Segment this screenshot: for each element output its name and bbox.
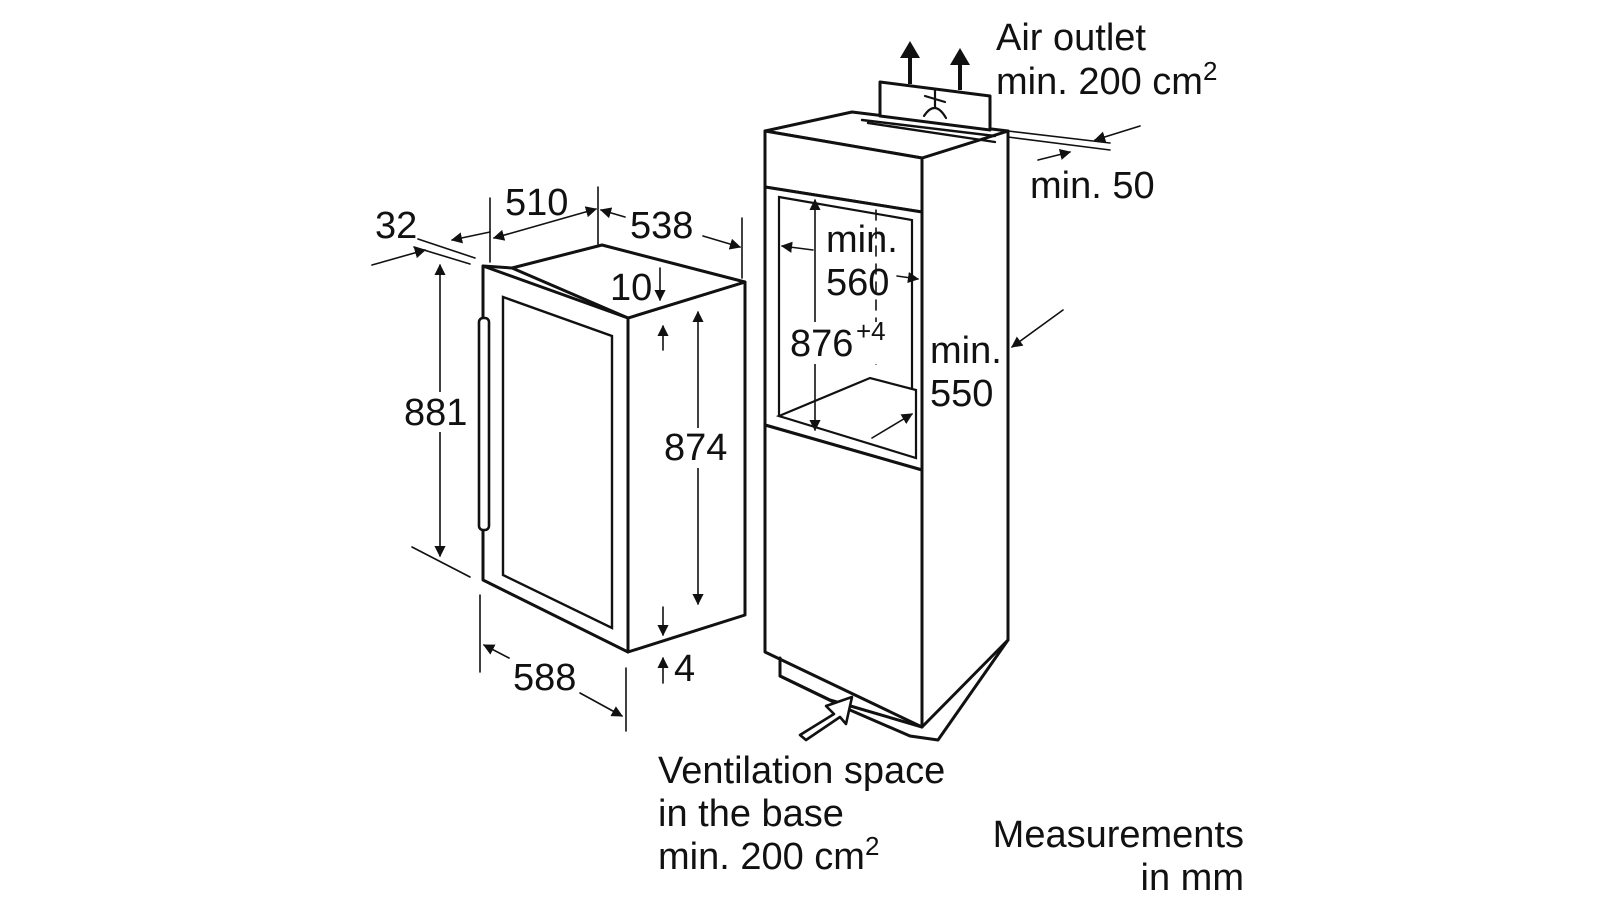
air-outlet-label: Air outlet min. 200 cm2 bbox=[996, 17, 1217, 103]
air-outlet-arrow-icon bbox=[900, 41, 970, 90]
dim-min-560-line2: 560 bbox=[826, 262, 889, 304]
measurements-line2: in mm bbox=[1141, 857, 1244, 899]
dim-538: 538 bbox=[630, 205, 693, 247]
dim-min-50: min. 50 bbox=[1030, 165, 1155, 207]
dim-32: 32 bbox=[375, 205, 417, 247]
appliance-door bbox=[481, 264, 630, 654]
ventilation-line2: in the base bbox=[658, 793, 844, 835]
niche-floor bbox=[775, 376, 918, 460]
ventilation-line1: Ventilation space bbox=[658, 750, 945, 792]
appliance-top bbox=[510, 243, 747, 320]
door-handle bbox=[477, 316, 491, 532]
dim-881: 881 bbox=[404, 392, 467, 434]
niche-dimensions: min. 560 876 +4 min. 550 min. 50 bbox=[780, 125, 1155, 439]
dim-874: 874 bbox=[664, 427, 727, 469]
cabinet-side bbox=[920, 129, 1010, 729]
dim-510: 510 bbox=[505, 182, 568, 224]
dim-min-550-line2: 550 bbox=[930, 373, 993, 415]
dim-min-550-line1: min. bbox=[930, 330, 1002, 372]
air-outlet-line1: Air outlet bbox=[996, 17, 1146, 59]
ventilation-line3: min. 200 cm2 bbox=[658, 831, 879, 878]
measurements-line1: Measurements bbox=[993, 814, 1244, 856]
door-edge bbox=[481, 264, 514, 270]
air-outlet-line2: min. 200 cm2 bbox=[996, 56, 1217, 103]
plinth-top bbox=[778, 674, 924, 729]
dim-876: 876 bbox=[790, 323, 853, 365]
plinth bbox=[778, 638, 1010, 742]
ventilation-arrow-icon bbox=[798, 695, 854, 742]
door-glass bbox=[501, 295, 614, 630]
dim-10: 10 bbox=[610, 267, 652, 309]
ventilation-label: Ventilation space in the base min. 200 c… bbox=[658, 750, 945, 878]
dim-876-tolerance: +4 bbox=[856, 316, 886, 346]
appliance-dimensions: 32 510 538 10 881 874 588 4 bbox=[371, 182, 743, 732]
appliance-drawing bbox=[477, 243, 747, 654]
measurements-label: Measurements in mm bbox=[993, 814, 1244, 899]
dim-4: 4 bbox=[674, 648, 695, 690]
dim-min-560-line1: min. bbox=[826, 219, 898, 261]
dim-588: 588 bbox=[513, 657, 576, 699]
fan-symbol bbox=[922, 88, 948, 120]
